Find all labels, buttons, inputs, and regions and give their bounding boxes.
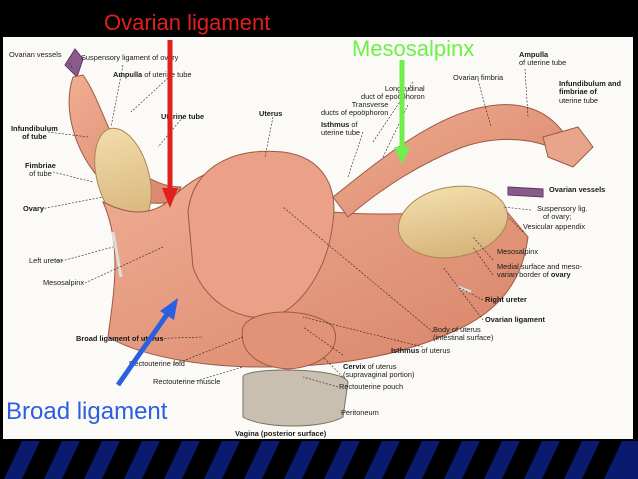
right-ovary [397,185,509,259]
label-rectouterine-fold: Rectouterine fold [129,359,185,368]
label-body-of-uterus-2: (intestinal surface) [433,333,494,343]
label-infundibulum-left-2: of tube [22,132,47,142]
label-suspensory-lig-right-2: of ovary; [543,212,572,222]
label-body-of-uterus-1: Body of uterus [433,325,481,334]
label-infundibulum-right: Infundibulum and fimbriae of uterine tub… [559,79,621,105]
label-fimbriae-1: Fimbriae [25,161,56,170]
label-longitudinal-duct: Longitudinal duct of epoöphoron [361,84,425,102]
label-medial-surface-2: varian border of ovary [497,271,582,279]
label-transverse-ducts-2: ducts of epoöphoron [321,108,389,118]
label-cervix: Cervix of uterus (supravaginal portion) [343,362,415,380]
label-longitudinal-duct-2: duct of epoöphoron [361,92,425,102]
label-ovarian-ligament-small: Ovarian ligament [485,315,545,324]
label-rectouterine-pouch: Rectouterine pouch [339,382,404,391]
callout-ovarian-ligament: Ovarian ligament [104,10,271,35]
label-infundibulum-right-2: fimbriae of [559,87,597,97]
cervix [241,311,337,370]
label-longitudinal-duct-1: Longitudinal [384,84,425,93]
label-medial-surface: Medial surface and meso- varian border o… [497,262,583,280]
label-mesosalpinx-right: Mesosalpinx [497,247,539,256]
label-cervix-strong: Cervix [343,362,366,371]
label-transverse-ducts: Transverse ducts of epoöphoron [321,100,389,118]
label-body-of-uterus: Body of uterus (intestinal surface) [433,325,494,343]
label-ampulla-right-1: Ampulla [519,50,549,59]
uterus-body [187,150,335,319]
label-vagina-strong: Vagina [235,429,259,438]
label-peritoneum: Peritoneum [341,408,379,417]
vagina [242,369,349,427]
label-suspensory-ligament: Suspensory ligament of ovary [81,53,179,62]
label-infundibulum-right-1: Infundibulum and [559,79,621,88]
label-isthmus-uterus: Isthmus of uterus [391,346,451,355]
label-isthmus-tube-strong: Isthmus [321,120,350,129]
right-ovarian-vessels [507,186,544,198]
label-vagina-rest: (posterior surface) [260,429,327,438]
label-vesicular-appendix: Vesicular appendix [523,222,586,231]
label-left-ureter: Left ureter [29,256,63,265]
label-ampulla-right: Ampulla of uterine tube [519,50,567,68]
label-infundibulum-left: Infundibulum of tube [11,124,58,142]
label-cervix-2: (supravaginal portion) [343,370,415,380]
label-suspensory-lig-right: Suspensory lig. of ovary; [537,204,588,222]
label-ovarian-vessels-right: Ovarian vessels [549,185,606,194]
leader-lines [40,62,532,388]
label-infundibulum-right-3: uterine tube [559,95,599,105]
callout-broad-ligament: Broad ligament [6,398,168,425]
label-ampulla-left-strong: Ampulla [113,70,143,79]
label-fimbriae-2: of tube [29,169,52,179]
uterus-illustration [40,48,594,427]
label-ovarian-vessels-left: Ovarian vessels [9,50,62,59]
label-cervix-1: Cervix of uterus [343,362,414,371]
label-ovarian-fimbria: Ovarian fimbria [453,73,504,82]
label-isthmus-uterus-strong: Isthmus [391,346,420,355]
label-right-ureter: Right ureter [485,295,527,304]
mesosalpinx-arrow [394,60,410,164]
label-broad-ligament-small: Broad ligament of uterus [76,334,164,343]
label-rectouterine-muscle: Rectouterine muscle [153,377,221,386]
left-ureter [111,231,123,278]
label-vagina: Vagina (posterior surface) [235,429,327,438]
label-medial-surface-1: Medial surface and meso- [497,262,583,271]
label-transverse-ducts-1: Transverse [351,100,389,109]
label-mesosalpinx-small: Mesosalpinx [43,278,85,287]
label-isthmus-tube: Isthmus of uterine tube [321,120,361,138]
label-isthmus-tube-2: uterine tube [321,128,361,138]
footer-bar [0,441,638,479]
label-isthmus-uterus-rest: of uterus [421,346,451,355]
label-medial-surface-strong: ovary [550,270,571,280]
label-isthmus-tube-1: Isthmus of [321,120,360,129]
anatomy-plate: Ovarian vessels Suspensory ligament of o… [3,37,633,439]
callout-mesosalpinx: Mesosalpinx [352,36,475,61]
label-isthmus-tube-rest: of [351,120,358,129]
label-medial-surface-2-text: varian border of [497,270,549,280]
left-ovarian-vessels [64,48,84,78]
label-ampulla-right-2: of uterine tube [519,58,567,68]
label-fimbriae: Fimbriae of tube [25,161,56,179]
label-infundibulum-left-1: Infundibulum [11,124,58,133]
right-fimbriae [542,126,594,168]
label-suspensory-lig-right-1: Suspensory lig. [537,204,588,213]
label-ovary: Ovary [23,204,44,213]
footer-stripes [0,441,622,479]
ovarian-ligament-arrow [162,40,178,208]
label-uterine-tube: Uterine tube [161,112,205,121]
label-uterus: Uterus [259,109,283,118]
broad-ligament-arrow [115,298,178,387]
label-cervix-rest: of uterus [367,362,397,371]
